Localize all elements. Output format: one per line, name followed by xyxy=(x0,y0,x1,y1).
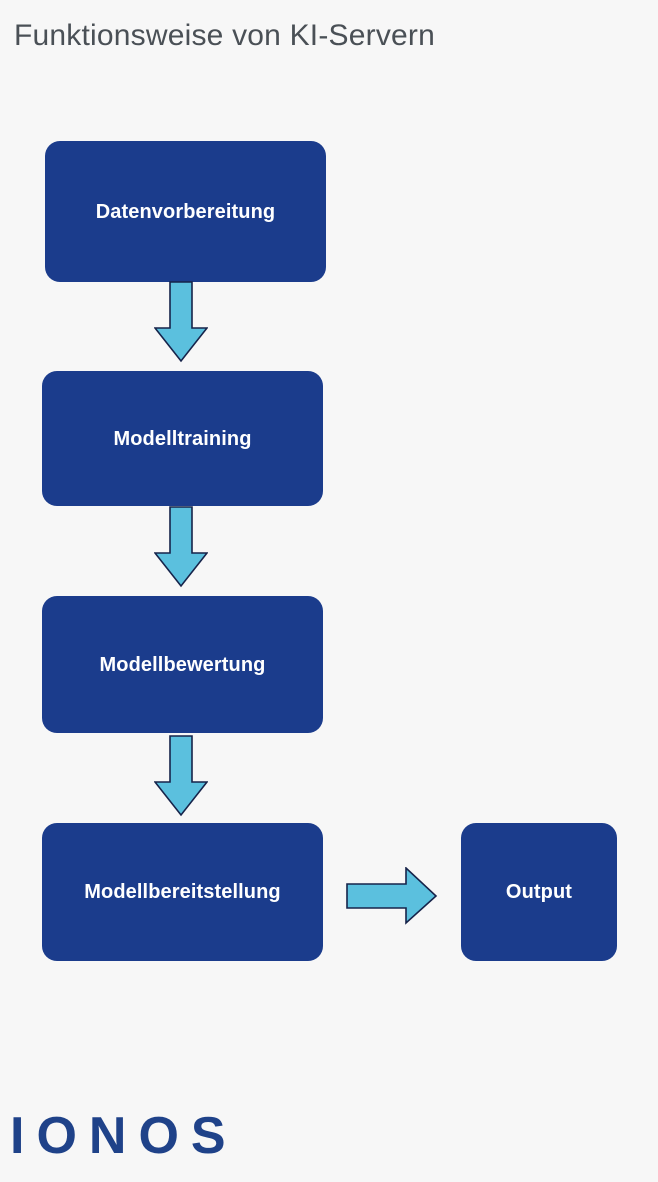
page-title: Funktionsweise von KI-Servern xyxy=(14,19,435,52)
flow-node-modellbewertung: Modellbewertung xyxy=(42,596,323,733)
ionos-logo: IONOS xyxy=(10,1107,238,1165)
flow-node-label: Output xyxy=(505,881,573,903)
flow-node-label: Modellbereitstellung xyxy=(84,881,281,903)
flow-node-datenvorbereitung: Datenvorbereitung xyxy=(45,141,326,282)
arrow-down-icon xyxy=(154,281,208,363)
flow-node-label: Datenvorbereitung xyxy=(95,200,276,223)
arrow-right-icon xyxy=(346,867,438,925)
flow-node-modellbereitstellung: Modellbereitstellung xyxy=(42,823,323,961)
arrow-down-icon xyxy=(154,506,208,588)
arrow-down-icon xyxy=(154,735,208,817)
flow-node-label: Modellbewertung xyxy=(99,653,266,676)
flow-node-modelltraining: Modelltraining xyxy=(42,371,323,506)
flow-node-label: Modelltraining xyxy=(113,427,252,450)
flow-node-output: Output xyxy=(461,823,617,961)
